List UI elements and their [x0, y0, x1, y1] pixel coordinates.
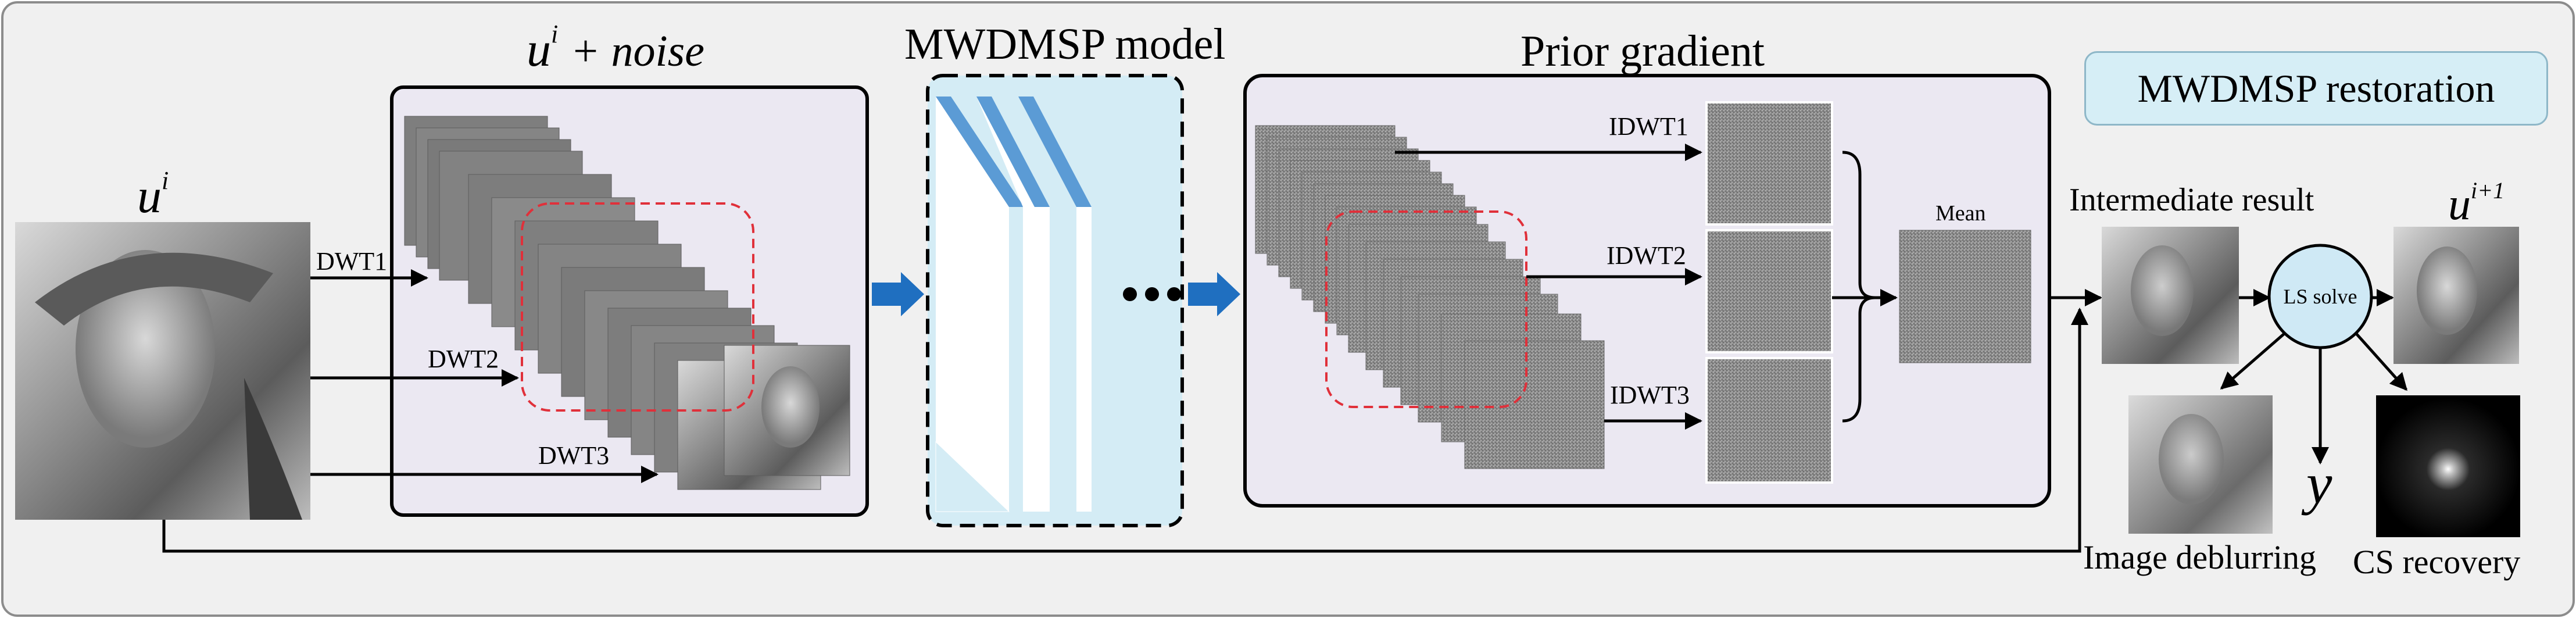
deblurring-image: [2128, 395, 2273, 534]
arrow-to-prior: [1188, 272, 1240, 316]
model-layers: [935, 97, 1092, 512]
input-label: ui: [137, 168, 169, 223]
idwt2-result: [1705, 229, 1833, 353]
ls-to-cs-arrow: [2355, 333, 2408, 391]
dwt3-label: DWT3: [538, 441, 610, 470]
ellipsis-dot-2: [1145, 287, 1159, 301]
idwt3-result: [1705, 357, 1833, 484]
deblurring-label: Image deblurring: [2083, 538, 2317, 576]
noise-panel-title: ui + noise: [527, 22, 704, 77]
merge-bracket-bottom: [1842, 296, 1876, 423]
idwt1-label: IDWT1: [1609, 112, 1688, 141]
output-label-main: u: [2448, 178, 2471, 229]
merge-bracket-top: [1842, 151, 1876, 299]
ellipsis-dot-3: [1167, 287, 1181, 301]
cs-recovery-image: [2376, 395, 2520, 537]
prior-title: Prior gradient: [1520, 27, 1765, 76]
prior-highlight-box: [1325, 210, 1527, 408]
idwt3-label: IDWT3: [1610, 381, 1690, 409]
output-label-sup: i+1: [2471, 177, 2505, 203]
restoration-title: MWDMSP restoration: [2084, 51, 2548, 126]
noise-title-sup: i: [551, 20, 559, 48]
noise-title-main: u: [527, 23, 551, 77]
y-label: y: [2306, 451, 2332, 516]
output-image: [2393, 227, 2519, 364]
feedback-path: [162, 308, 2088, 553]
input-label-sup: i: [162, 166, 169, 195]
model-title: MWDMSP model: [904, 20, 1226, 69]
idwt1-result: [1705, 101, 1833, 226]
input-image: [15, 222, 310, 520]
dwt1-label: DWT1: [316, 247, 388, 276]
noise-title-rest: + noise: [570, 27, 704, 76]
mean-image: [1899, 230, 2031, 363]
output-label: ui+1: [2448, 178, 2505, 229]
intermediate-label: Intermediate result: [2069, 182, 2314, 218]
mean-label: Mean: [1935, 201, 1986, 226]
ls-to-deblurring-arrow: [2220, 333, 2285, 390]
ls-solve-label: LS solve: [2283, 285, 2357, 308]
ellipsis-dot-1: [1123, 287, 1137, 301]
cs-recovery-label: CS recovery: [2353, 543, 2521, 581]
dwt-subband-stack: [404, 116, 850, 490]
intermediate-image: [2102, 227, 2239, 364]
dwt2-label: DWT2: [428, 345, 499, 373]
prior-noise-stack: [1255, 125, 1605, 469]
input-label-main: u: [137, 169, 162, 223]
idwt2-label: IDWT2: [1607, 241, 1686, 270]
dwt-highlight-box: [521, 202, 754, 412]
arrow-to-model: [872, 272, 924, 316]
